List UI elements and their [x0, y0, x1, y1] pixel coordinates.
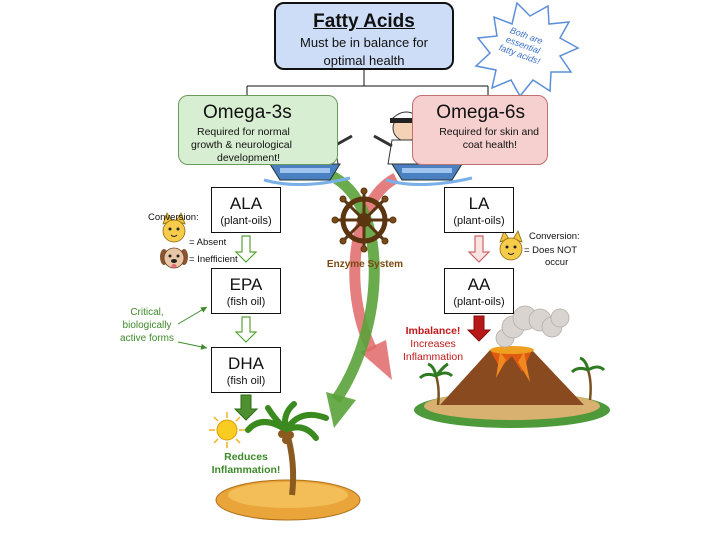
starburst-shape [474, 1, 580, 98]
reduces-line1: Reduces [224, 451, 268, 463]
la-box: LA (plant-oils) [444, 187, 514, 233]
la-source: (plant-oils) [453, 215, 505, 227]
volcano-palm-icon [418, 356, 606, 406]
omega3-box: Omega-3s Required for normal growth & ne… [178, 95, 338, 165]
aa-source: (plant-oils) [453, 296, 505, 308]
epa-source: (fish oil) [226, 296, 266, 308]
critical-pointer-lines [177, 306, 208, 350]
aa-name: AA [467, 275, 491, 294]
epa-box: EPA (fish oil) [211, 268, 281, 314]
dha-to-reduces-arrow [233, 394, 259, 421]
epa-to-dha-arrow [234, 316, 258, 343]
palm-island-icon [215, 401, 361, 521]
conversion-left-label: Conversion: [148, 212, 199, 223]
conversion-right-label: Conversion: [529, 231, 580, 242]
la-to-aa-arrow [467, 235, 491, 263]
omega3-curve-arrow [326, 170, 380, 428]
volcano-island-icon [414, 346, 610, 428]
conversion-right-cat-line1: = Does NOT [524, 245, 578, 256]
title-box: Fatty Acids Must be in balance for optim… [274, 2, 454, 70]
title-subtitle-line1: Must be in balance for [300, 35, 428, 50]
conversion-right-cat-line2: occur [545, 257, 569, 268]
conversion-left-cat: = Absent [189, 237, 227, 248]
critical-note-line3: active forms [120, 333, 174, 344]
aa-box: AA (plant-oils) [444, 268, 514, 314]
critical-note: Critical, biologically active forms [110, 306, 184, 345]
omega3-desc-line3: development! [217, 152, 281, 164]
omega6-boat-icon [385, 163, 473, 186]
omega6-desc-line2: coat health! [462, 139, 517, 151]
ala-source: (plant-oils) [220, 215, 272, 227]
omega3-title: Omega-3s [203, 102, 292, 123]
dog-face-icon-left [160, 247, 188, 269]
title-heading: Fatty Acids [313, 11, 415, 32]
omega3-desc-line1: Required for normal [197, 126, 290, 138]
critical-note-line2: biologically [122, 320, 172, 331]
epa-name: EPA [229, 275, 263, 294]
imbalance-line2: Increases [410, 338, 456, 350]
omega3-desc-line2: growth & neurological [191, 139, 292, 151]
omega6-box: Omega-6s Required for skin and coat heal… [412, 95, 548, 165]
ala-box: ALA (plant-oils) [211, 187, 281, 233]
omega6-desc-line1: Required for skin and [439, 126, 539, 138]
ship-wheel-icon [331, 187, 397, 253]
title-connector [246, 70, 489, 95]
title-subtitle-line2: optimal health [323, 53, 405, 68]
omega6-title: Omega-6s [436, 102, 525, 123]
aa-to-imbalance-arrow [466, 315, 492, 342]
la-name: LA [468, 194, 490, 213]
ala-to-epa-arrow [234, 235, 258, 263]
dha-name: DHA [228, 354, 264, 373]
sun-icon [209, 412, 245, 448]
dha-box: DHA (fish oil) [211, 347, 281, 393]
ala-name: ALA [229, 194, 263, 213]
reduces-note: Reduces Inflammation! [196, 451, 296, 477]
imbalance-note: Imbalance! Increases Inflammation [396, 325, 470, 364]
omega3-boat-icon [263, 163, 351, 186]
cat-face-icon-right [499, 230, 523, 261]
enzyme-label: Enzyme System [326, 259, 404, 270]
imbalance-line1: Imbalance! [405, 325, 461, 337]
imbalance-line3: Inflammation [402, 351, 464, 363]
reduces-line2: Inflammation! [211, 464, 281, 476]
conversion-left-dog: = Inefficient [189, 254, 238, 265]
critical-note-line1: Critical, [130, 307, 164, 318]
dha-source: (fish oil) [226, 375, 266, 387]
volcano-smoke [495, 305, 570, 348]
cat-face-icon-left [162, 212, 186, 243]
